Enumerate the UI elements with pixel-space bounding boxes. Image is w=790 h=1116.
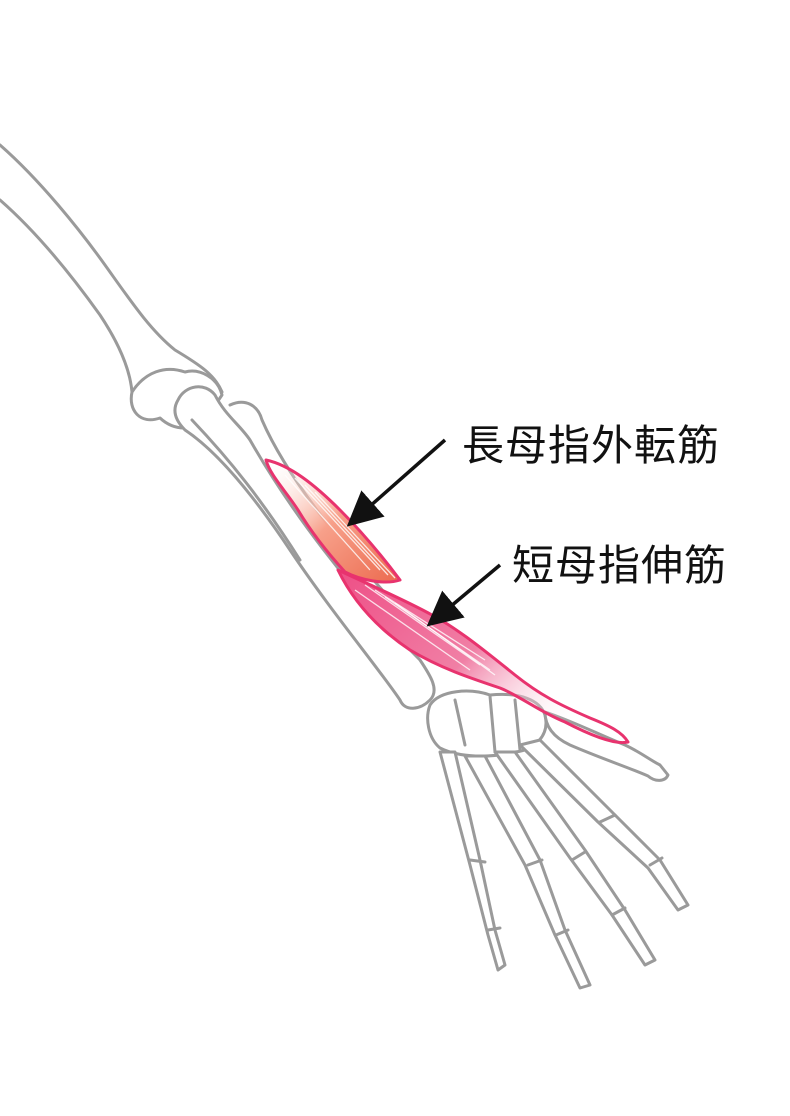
arrow-abductor-pollicis-longus — [346, 438, 447, 527]
label-extensor-pollicis-brevis: 短母指伸筋 — [512, 541, 728, 590]
forearm-bones — [173, 385, 436, 710]
abductor-pollicis-longus-muscle — [264, 458, 402, 584]
arrow-extensor-pollicis-brevis — [426, 563, 502, 627]
muscle-fibers — [284, 474, 396, 579]
label-abductor-pollicis-longus: 長母指外転筋 — [462, 421, 721, 470]
humerus — [0, 143, 224, 430]
hand-bones — [426, 689, 690, 990]
